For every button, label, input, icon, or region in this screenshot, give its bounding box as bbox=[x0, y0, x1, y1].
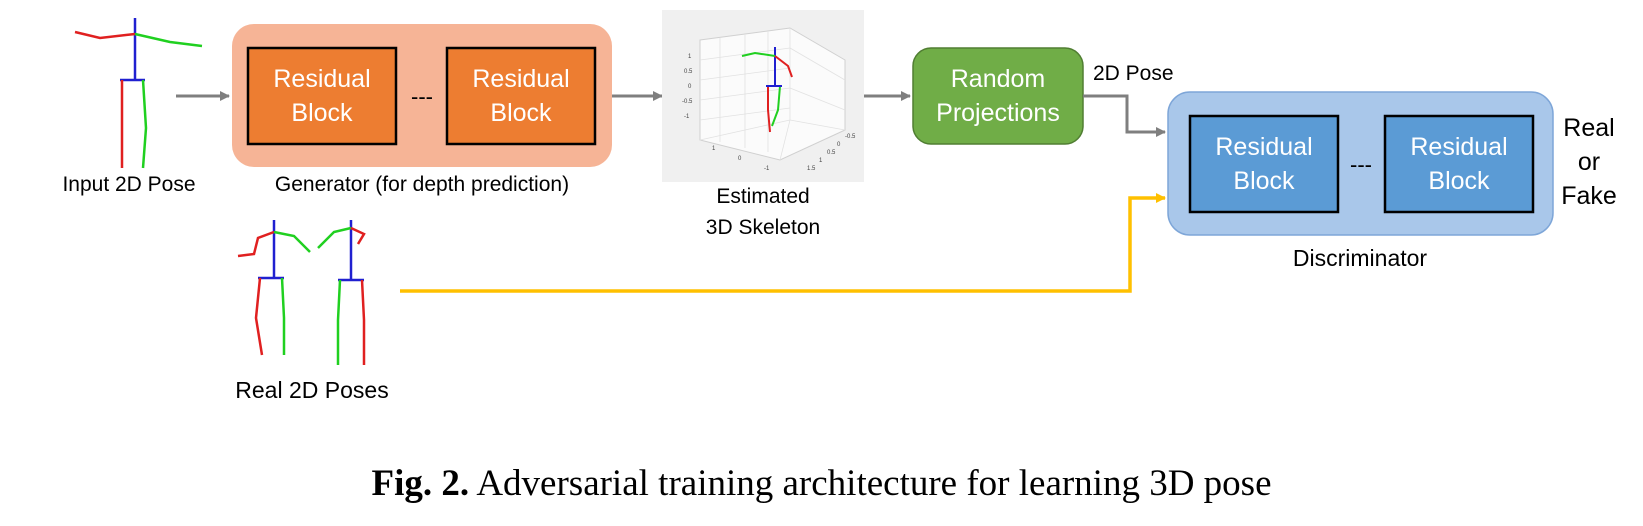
generator-block-2-line1: Residual bbox=[472, 65, 569, 93]
caption-prefix: Fig. 2. bbox=[371, 463, 470, 504]
tick-r-2: 0 bbox=[837, 142, 841, 148]
disc-block-1-line1: Residual bbox=[1215, 133, 1312, 161]
tick-b-1: 1 bbox=[712, 146, 716, 152]
tick-y-4: -0.5 bbox=[682, 99, 693, 105]
random-projections-box bbox=[912, 47, 1084, 145]
disc-block-1-line2: Block bbox=[1233, 167, 1295, 195]
output-real: Real bbox=[1563, 114, 1614, 142]
tick-b-2: 0 bbox=[738, 156, 742, 162]
output-or: or bbox=[1578, 148, 1600, 176]
generator-residual-block-2 bbox=[445, 46, 597, 146]
discriminator-label: Discriminator bbox=[1293, 245, 1428, 271]
estimated-3d-skeleton-plot: 1 0.5 0 -0.5 -1 1 0 -1 -0.5 0 0.5 1 1.5 bbox=[662, 10, 864, 182]
generator-block-1-line1: Residual bbox=[273, 65, 370, 93]
input-pose-label: Input 2D Pose bbox=[62, 173, 195, 196]
output-fake: Fake bbox=[1561, 182, 1617, 210]
disc-block-2-line2: Block bbox=[1428, 167, 1490, 195]
projections-label-line2: Projections bbox=[936, 99, 1060, 127]
tick-y-5: -1 bbox=[684, 114, 690, 120]
arrow-real-to-discriminator bbox=[400, 193, 1166, 293]
input-pose-figure bbox=[74, 18, 203, 169]
skeleton-label-line2: 3D Skeleton bbox=[706, 216, 820, 239]
tick-y-1: 1 bbox=[688, 54, 692, 60]
generator-block-1-line2: Block bbox=[291, 99, 353, 127]
tick-r-3: 0.5 bbox=[827, 150, 836, 156]
generator-ellipsis: --- bbox=[411, 84, 433, 109]
figure-caption: Fig. 2. Adversarial training architectur… bbox=[0, 462, 1643, 505]
discriminator-ellipsis: --- bbox=[1350, 152, 1372, 177]
tick-b-3: -1 bbox=[764, 166, 770, 172]
generator-block-2-line2: Block bbox=[490, 99, 552, 127]
generator-label: Generator (for depth prediction) bbox=[275, 173, 569, 196]
tick-r-4: 1 bbox=[819, 158, 823, 164]
projections-label-line1: Random bbox=[951, 65, 1046, 93]
skeleton-label-line1: Estimated bbox=[716, 185, 809, 208]
caption-text: Adversarial training architecture for le… bbox=[476, 463, 1272, 504]
discriminator-residual-block-2 bbox=[1383, 114, 1535, 214]
generator-residual-block-1 bbox=[246, 46, 398, 146]
tick-r-1: -0.5 bbox=[845, 134, 856, 140]
real-poses-figure-1 bbox=[237, 220, 311, 356]
tick-y-2: 0.5 bbox=[684, 69, 693, 75]
disc-block-2-line1: Residual bbox=[1410, 133, 1507, 161]
projections-output-label: 2D Pose bbox=[1093, 62, 1174, 85]
real-poses-label: Real 2D Poses bbox=[235, 377, 388, 403]
discriminator-residual-block-1 bbox=[1188, 114, 1340, 214]
real-poses-figure-2 bbox=[317, 220, 366, 365]
arrow-projections-to-discriminator bbox=[1083, 94, 1166, 137]
tick-r-5: 1.5 bbox=[807, 166, 816, 172]
tick-y-3: 0 bbox=[688, 84, 692, 90]
